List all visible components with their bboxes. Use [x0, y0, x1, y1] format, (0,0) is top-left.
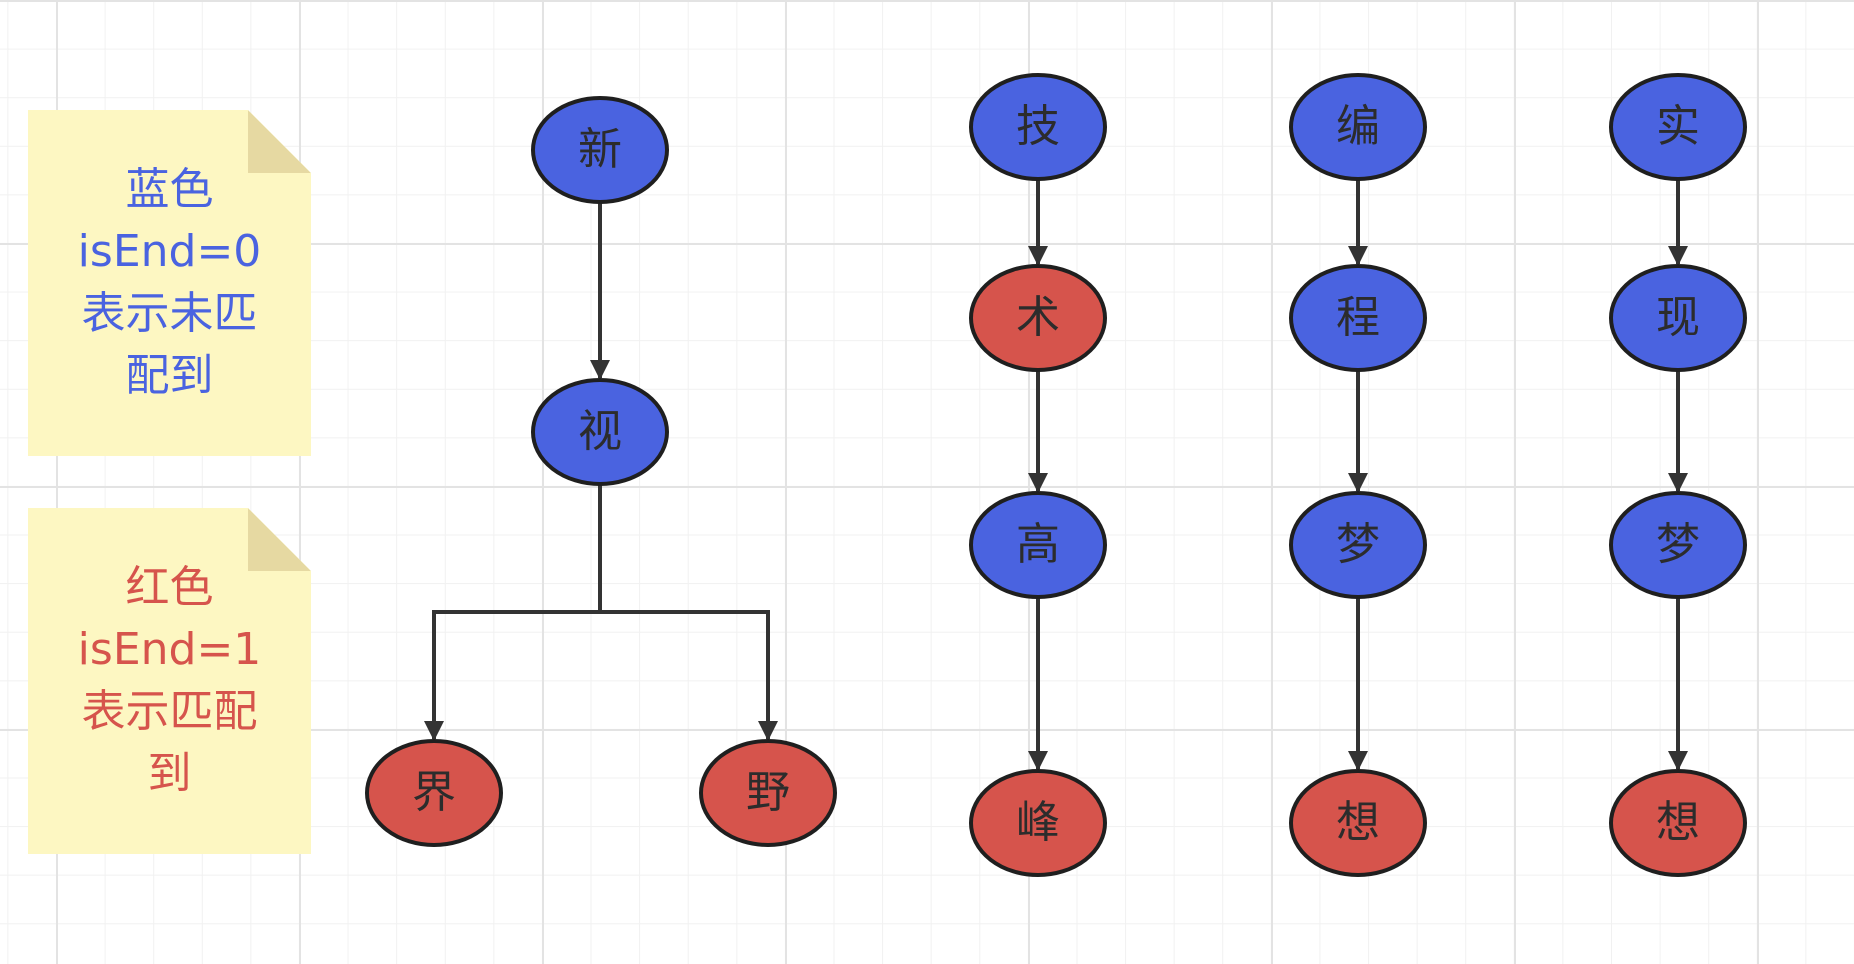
node-shi2-label: 实	[1656, 101, 1700, 152]
node-jie: 界	[365, 739, 503, 847]
edges-layer	[424, 179, 1688, 771]
node-ye-label: 野	[746, 767, 790, 818]
node-cheng: 程	[1289, 264, 1427, 372]
node-cheng-circle	[1289, 264, 1427, 372]
node-meng1-label: 梦	[1336, 519, 1380, 570]
node-shi: 视	[531, 378, 669, 486]
node-xin: 新	[531, 96, 669, 204]
node-xiang1-label: 想	[1336, 797, 1380, 848]
node-ye-circle	[699, 739, 837, 847]
node-jie-circle	[365, 739, 503, 847]
node-shi-circle	[531, 378, 669, 486]
node-xian-label: 现	[1656, 292, 1700, 343]
node-ji-circle	[969, 73, 1107, 181]
legend-note-red: 红色 isEnd=1 表示匹配 到	[28, 508, 311, 854]
legend-note-blue-text: 蓝色 isEnd=0 表示未匹 配到	[77, 164, 262, 401]
node-xiang2: 想	[1609, 769, 1747, 877]
node-meng2-label: 梦	[1656, 519, 1700, 570]
node-xin-label: 新	[578, 124, 622, 175]
node-shu: 术	[969, 264, 1107, 372]
node-gao-circle	[969, 491, 1107, 599]
node-gao: 高	[969, 491, 1107, 599]
node-shi2: 实	[1609, 73, 1747, 181]
edge-shi-to-ye	[598, 484, 778, 741]
node-meng1: 梦	[1289, 491, 1427, 599]
node-bian: 编	[1289, 73, 1427, 181]
node-gao-label: 高	[1016, 519, 1060, 570]
node-meng2: 梦	[1609, 491, 1747, 599]
node-bian-label: 编	[1336, 101, 1380, 152]
node-ye: 野	[699, 739, 837, 847]
node-cheng-label: 程	[1336, 292, 1380, 343]
node-xian: 现	[1609, 264, 1747, 372]
node-shi2-circle	[1609, 73, 1747, 181]
node-bian-circle	[1289, 73, 1427, 181]
node-feng-label: 峰	[1016, 797, 1060, 848]
node-xian-circle	[1609, 264, 1747, 372]
node-xin-circle	[531, 96, 669, 204]
node-xiang1-circle	[1289, 769, 1427, 877]
node-shi-label: 视	[578, 406, 622, 457]
node-xiang2-label: 想	[1656, 797, 1700, 848]
node-feng: 峰	[969, 769, 1107, 877]
node-feng-circle	[969, 769, 1107, 877]
node-jie-label: 界	[412, 767, 456, 818]
edge-shi-to-jie	[424, 484, 602, 741]
node-xiang1: 想	[1289, 769, 1427, 877]
node-xiang2-circle	[1609, 769, 1747, 877]
legend-note-red-text: 红色 isEnd=1 表示匹配 到	[77, 562, 262, 799]
node-ji: 技	[969, 73, 1107, 181]
node-meng1-circle	[1289, 491, 1427, 599]
node-ji-label: 技	[1016, 101, 1060, 152]
node-meng2-circle	[1609, 491, 1747, 599]
node-shu-label: 术	[1016, 292, 1060, 343]
node-shu-circle	[969, 264, 1107, 372]
